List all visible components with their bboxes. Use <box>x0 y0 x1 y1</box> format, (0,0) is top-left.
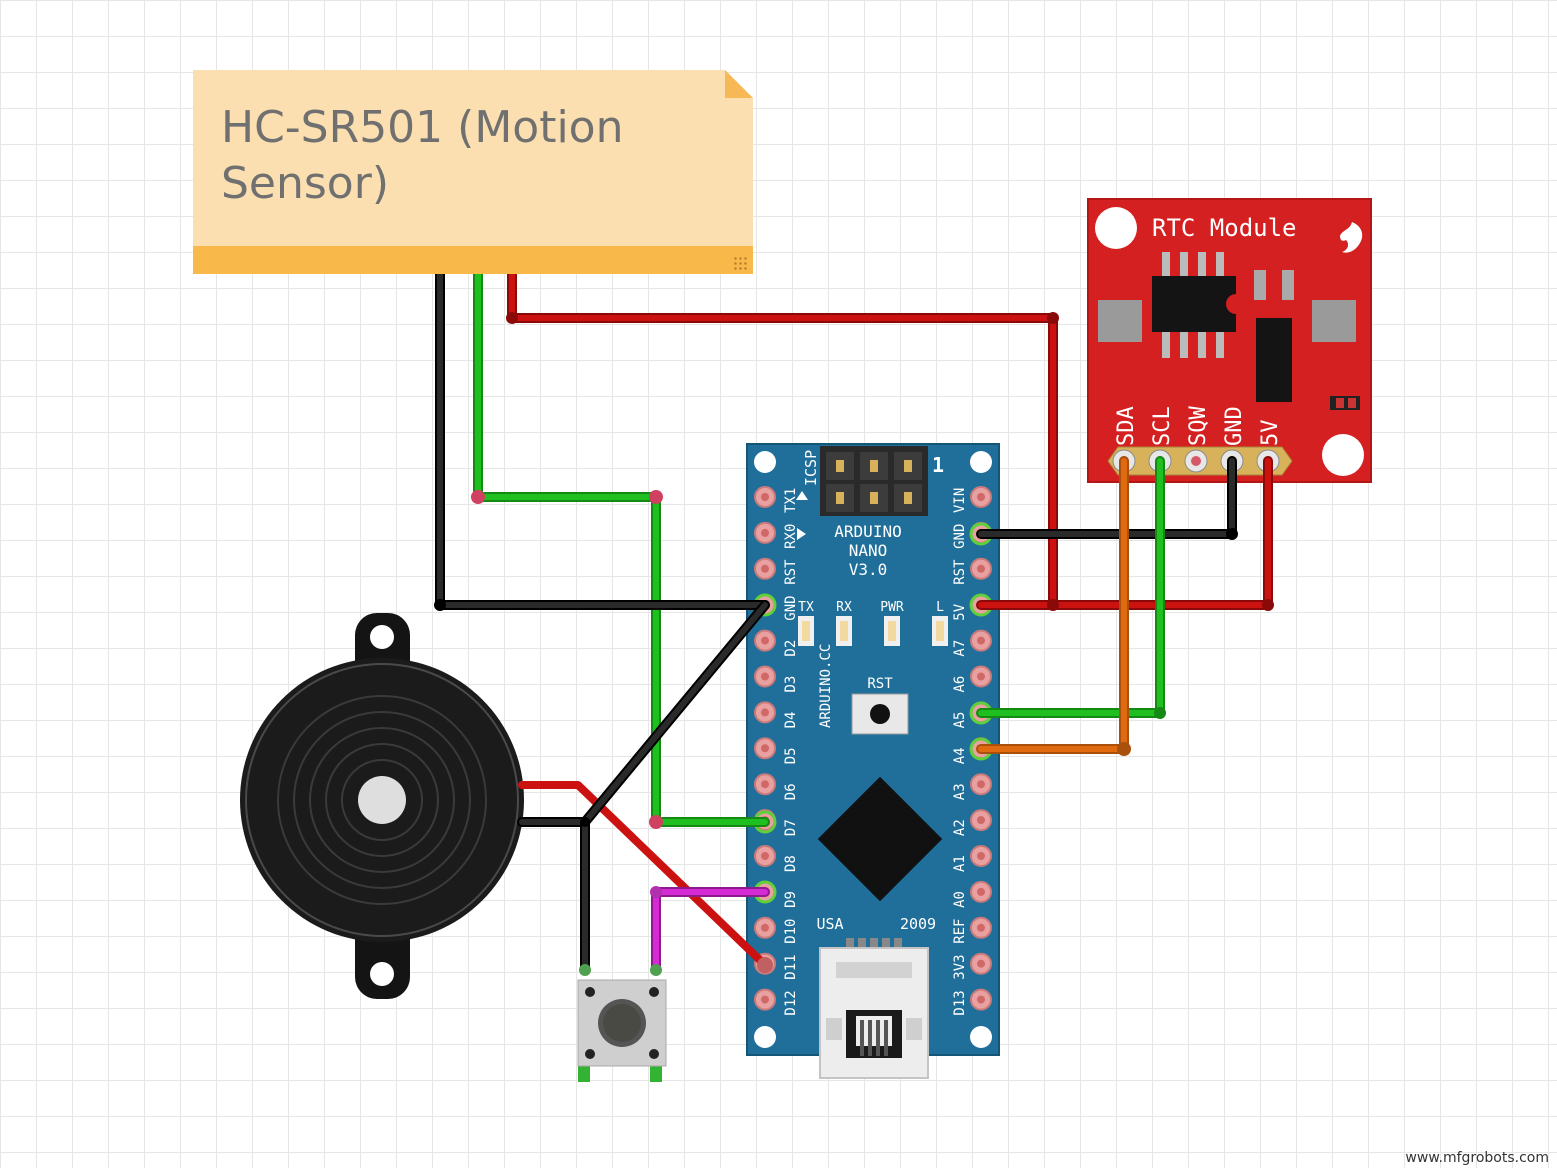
led-label-pwr: PWR <box>880 600 904 615</box>
nano-pin-label-d10: D10 <box>783 919 799 944</box>
nano-pin-label-d11: D11 <box>783 954 799 979</box>
nano-pin-label-rx0: RX0 <box>783 524 799 549</box>
note-body <box>193 70 753 246</box>
resize-grip-icon[interactable] <box>733 256 747 270</box>
year-label: 2009 <box>900 915 936 933</box>
nano-mount-hole <box>754 451 776 473</box>
nano-pin-label-a5-right: A5 <box>952 712 968 729</box>
rtc-crystal <box>1256 318 1292 402</box>
wire-buzzer-gnd[interactable] <box>517 600 770 827</box>
nano-pin-label-a6-right: A6 <box>952 676 968 693</box>
rtc-pad <box>1098 300 1142 342</box>
wire-bendpoints <box>434 312 1274 976</box>
nano-pin-label-gnd-right: GND <box>952 524 968 549</box>
sparkfun-flame-icon <box>1340 222 1363 253</box>
rtc-smd <box>1254 270 1266 300</box>
nano-mount-hole <box>970 451 992 473</box>
nano-mount-hole <box>970 1026 992 1048</box>
led-label-tx: TX <box>798 600 814 615</box>
led-label-rx: RX <box>836 600 852 615</box>
nano-pin-label-ref-right: REF <box>952 919 968 944</box>
wire-sensor-gnd[interactable] <box>435 269 770 610</box>
nano-pin-label-d8: D8 <box>783 855 799 872</box>
nano-pin-label-d13-right: D13 <box>952 990 968 1015</box>
nano-pin-label-d4: D4 <box>783 712 799 729</box>
led-label-l: L <box>936 600 944 615</box>
nano-name-line3: V3.0 <box>849 560 888 579</box>
nano-pin-label-a7-right: A7 <box>952 640 968 657</box>
reset-button[interactable] <box>851 693 909 735</box>
wire-buzzer-signal[interactable] <box>518 781 769 969</box>
microcontroller-chip <box>817 776 943 902</box>
rtc-pin-label-scl: SCL <box>1150 406 1175 446</box>
rtc-pin-label-sda: SDA <box>1114 406 1139 446</box>
nano-pin-label-a1-right: A1 <box>952 855 968 872</box>
tx-arrow-icon <box>796 491 808 500</box>
nano-pin-label-d6: D6 <box>783 783 799 800</box>
nano-mount-hole <box>754 1026 776 1048</box>
nano-pin-label-tx1: TX1 <box>783 488 799 513</box>
nano-pin-label-d9: D9 <box>783 891 799 908</box>
nano-pin-label-a2-right: A2 <box>952 819 968 836</box>
status-leds <box>798 616 948 646</box>
rtc-module[interactable]: RTC Module SDA SCL SQW GND 5V <box>1087 198 1372 483</box>
nano-pin-label-a3-right: A3 <box>952 783 968 800</box>
wire-rtc-scl[interactable] <box>976 456 1165 718</box>
arduino-nano[interactable]: ICSP 1 ARDUINO NANO V3.0 TX RX PWR L ARD… <box>746 443 1000 1079</box>
note-title: HC-SR501 (Motion Sensor) <box>221 102 624 209</box>
nano-pin-label-d3: D3 <box>783 676 799 693</box>
nano-pin-label-a4-right: A4 <box>952 747 968 764</box>
nano-name-line2: NANO <box>849 541 888 560</box>
nano-pin-label-a0-right: A0 <box>952 891 968 908</box>
country-label: USA <box>816 915 843 933</box>
rtc-mount-hole <box>1095 207 1137 249</box>
piezo-buzzer[interactable] <box>240 613 524 999</box>
nano-name-line1: ARDUINO <box>834 522 901 541</box>
rtc-mount-hole <box>1322 434 1364 476</box>
nano-pin-label-d2: D2 <box>783 640 799 657</box>
sensor-note[interactable]: HC-SR501 (Motion Sensor) <box>193 70 753 274</box>
push-button[interactable] <box>577 979 667 1082</box>
nano-pin-label-rst: RST <box>783 559 799 585</box>
note-bar <box>193 246 753 274</box>
rx-arrow-icon <box>797 528 806 540</box>
nano-pin-label-gnd: GND <box>783 595 799 620</box>
rtc-pin-label-sqw: SQW <box>1186 406 1211 446</box>
icsp-label: ICSP <box>802 450 820 486</box>
rtc-pad <box>1312 300 1356 342</box>
nano-pin-label-d12: D12 <box>783 990 799 1015</box>
note-fold-corner <box>725 70 753 98</box>
pin-arrow-icons <box>796 491 808 540</box>
wires <box>434 269 1274 976</box>
reset-label: RST <box>867 676 893 692</box>
rtc-title: RTC Module <box>1152 214 1297 242</box>
watermark: www.mfgrobots.com <box>1405 1150 1549 1166</box>
rtc-pin-label-gnd: GND <box>1222 406 1247 446</box>
nano-pin-label-5v-right: 5V <box>952 603 968 620</box>
usb-connector[interactable] <box>819 938 929 1079</box>
icsp-header <box>820 446 928 516</box>
rtc-smd <box>1282 270 1294 300</box>
nano-pin-label-vin-right: VIN <box>952 488 968 513</box>
rtc-pin-label-5v: 5V <box>1258 420 1283 447</box>
nano-pin-label-rst-right: RST <box>952 559 968 585</box>
arduino-cc-label: ARDUINO.CC <box>818 644 834 728</box>
nano-pin-label-3v3-right: 3V3 <box>952 954 968 979</box>
nano-pin-label-d5: D5 <box>783 747 799 764</box>
wire-sensor-out[interactable] <box>473 269 770 827</box>
rtc-ic-chip <box>1152 252 1246 358</box>
icsp-pin1-label: 1 <box>932 453 944 477</box>
nano-pin-label-d7: D7 <box>783 819 799 836</box>
